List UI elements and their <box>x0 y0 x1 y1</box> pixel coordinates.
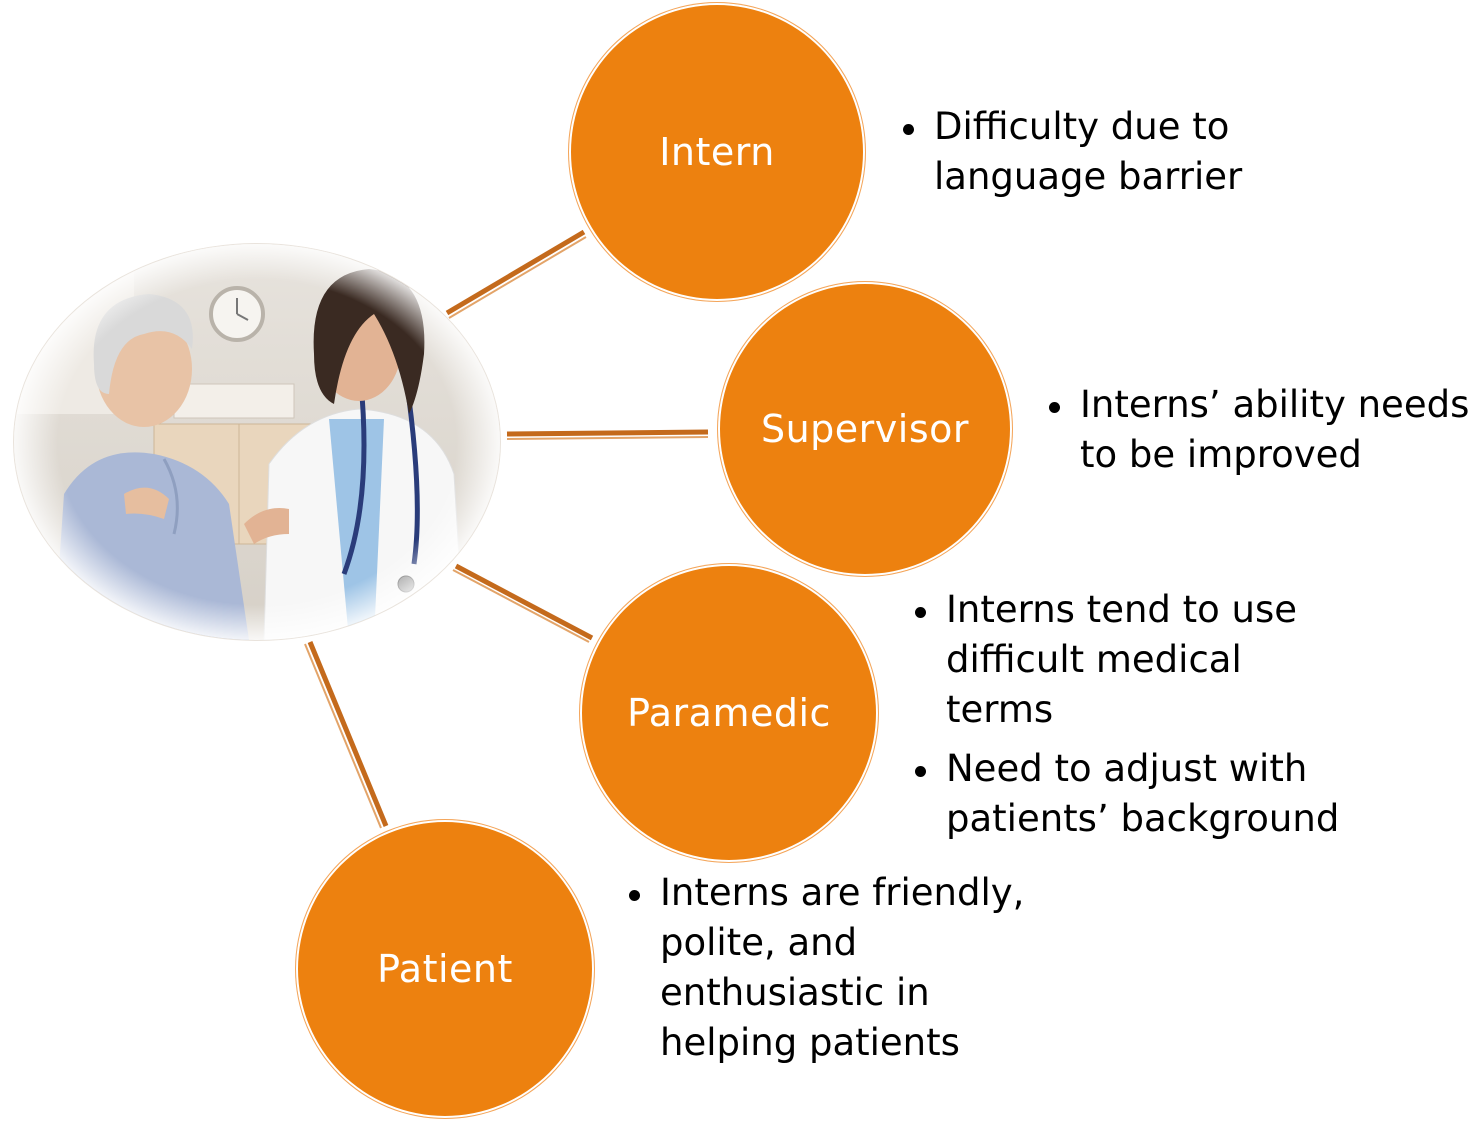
node-label: Supervisor <box>760 407 970 451</box>
connector-supervisor <box>506 429 709 437</box>
node-label: Intern <box>659 130 775 174</box>
paramedic-bullet-list: Interns tend to use difficult medical te… <box>912 585 1352 853</box>
node-supervisor: Supervisor <box>718 282 1012 576</box>
connector-patient <box>307 641 389 827</box>
node-label: Patient <box>377 947 513 991</box>
node-paramedic: Paramedic <box>580 564 878 862</box>
node-label: Paramedic <box>627 691 831 735</box>
bullet-item: Interns tend to use difficult medical te… <box>912 585 1352 735</box>
center-photo <box>14 244 500 640</box>
bullet-item: Interns are friendly, polite, and enthus… <box>626 868 1046 1068</box>
connector-paramedic <box>454 563 594 641</box>
node-intern: Intern <box>569 3 865 301</box>
intern-bullet-list: Difficulty due to language barrier <box>900 102 1300 211</box>
connector-intern <box>445 229 586 316</box>
node-patient: Patient <box>296 820 594 1118</box>
supervisor-bullet-list: Interns’ ability needs to be improved <box>1046 380 1476 489</box>
patient-bullet-list: Interns are friendly, polite, and enthus… <box>626 868 1046 1077</box>
bullet-item: Need to adjust with patients’ background <box>912 744 1352 844</box>
bullet-item: Interns’ ability needs to be improved <box>1046 380 1476 480</box>
bullet-item: Difficulty due to language barrier <box>900 102 1300 202</box>
